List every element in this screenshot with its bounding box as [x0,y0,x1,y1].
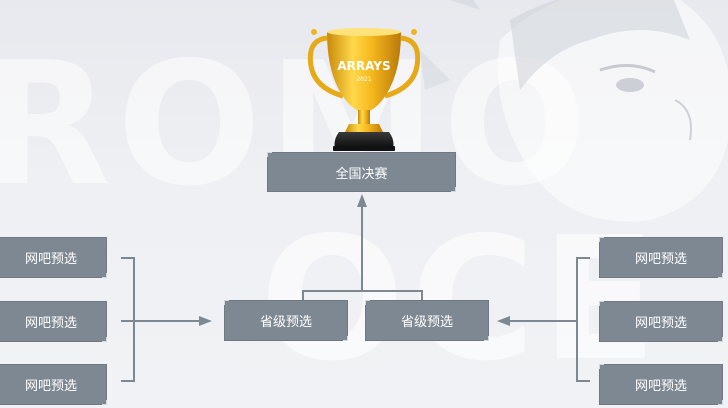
provincial-label-left: 省级预选 [259,315,312,330]
final-label: 全国决赛 [335,166,388,182]
cafe-box-left-3: 网吧预选 [0,364,107,405]
provincial-box-right: 省级预选 [365,300,489,341]
cafe-label: 网吧预选 [634,379,687,394]
cafe-box-left-2: 网吧预选 [0,301,107,342]
arrow-left-icon [497,316,510,326]
cafe-label: 网吧预选 [634,316,687,331]
cafe-label: 网吧预选 [24,252,77,267]
cafe-label: 网吧预选 [634,252,687,267]
trophy-icon: ARRAYS 2021 [307,28,421,151]
provincial-box-left: 省级预选 [224,300,348,341]
arrow-right-icon [199,316,212,326]
cafe-box-right-1: 网吧预选 [599,237,723,278]
cafe-box-right-2: 网吧预选 [599,301,723,342]
provincial-label-right: 省级预选 [400,315,453,330]
cafe-label: 网吧预选 [24,316,77,331]
background-character-artwork [420,0,728,222]
cafe-box-left-1: 网吧预选 [0,237,107,278]
arrow-up-icon [357,194,367,207]
trophy-logo-text: ARRAYS [337,59,390,73]
cafe-box-right-3: 网吧预选 [599,364,723,405]
final-box: 全国决赛 [267,152,456,192]
trophy-logo-subtext: 2021 [356,76,371,83]
cafe-label: 网吧预选 [24,379,77,394]
